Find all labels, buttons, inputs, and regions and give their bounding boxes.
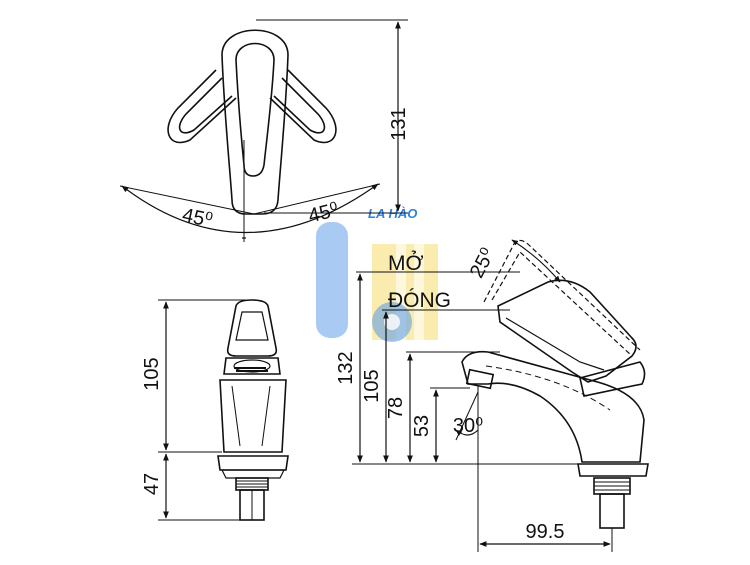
dimension-131: 131 bbox=[388, 107, 410, 140]
handle-inner-top bbox=[235, 42, 275, 177]
front-base bbox=[217, 455, 289, 471]
handle-left-position bbox=[167, 69, 237, 144]
side-cap bbox=[579, 361, 646, 397]
front-body bbox=[219, 379, 287, 453]
handle-right-position bbox=[269, 69, 337, 144]
dimension-105-front: 105 bbox=[141, 357, 163, 390]
side-base bbox=[577, 463, 649, 477]
spout-angle-label: 30⁰ bbox=[453, 415, 483, 437]
dimension-132: 132 bbox=[335, 351, 357, 384]
lever-angle-arc bbox=[511, 239, 561, 283]
front-view bbox=[158, 299, 289, 521]
side-lever-closed bbox=[497, 279, 637, 383]
dimension-99-5: 99.5 bbox=[526, 521, 565, 543]
front-handle bbox=[226, 299, 278, 357]
spout-angle-arc bbox=[455, 429, 479, 436]
dimension-53: 53 bbox=[411, 415, 433, 437]
dimension-78: 78 bbox=[385, 397, 407, 419]
watermark-logo bbox=[316, 222, 438, 342]
handle-left-inner bbox=[178, 77, 233, 134]
lever-angle-label: 25⁰ bbox=[466, 245, 500, 282]
label-close: ĐÓNG bbox=[388, 289, 451, 312]
angle-arc bbox=[121, 183, 379, 234]
side-aerator bbox=[465, 368, 495, 390]
side-shank bbox=[599, 493, 625, 529]
side-lever-open-dashed bbox=[483, 239, 641, 351]
side-view bbox=[352, 239, 649, 552]
dimension-47: 47 bbox=[141, 473, 163, 495]
top-view bbox=[119, 19, 408, 242]
label-open: MỞ bbox=[388, 251, 424, 275]
handle-outline-top bbox=[221, 29, 289, 215]
dimension-105-side: 105 bbox=[361, 369, 383, 402]
angle-left-label: 45⁰ bbox=[180, 204, 214, 232]
handle-right-inner bbox=[273, 77, 326, 134]
front-aerator-ring bbox=[223, 357, 281, 375]
